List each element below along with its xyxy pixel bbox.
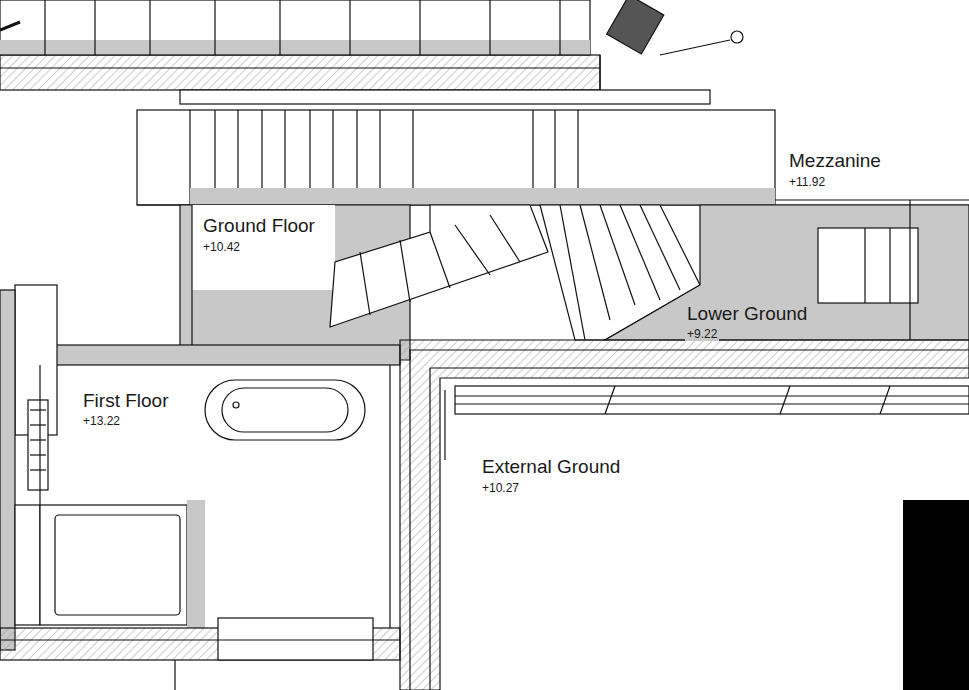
level-elevation: +10.42 [201, 241, 242, 254]
level-elevation: +9.22 [685, 328, 719, 341]
level-elevation: +10.27 [480, 482, 521, 495]
level-name: Mezzanine [787, 151, 883, 172]
level-name: Ground Floor [201, 216, 317, 237]
level-name: External Ground [480, 457, 622, 478]
level-elevation: +11.92 [787, 176, 827, 189]
level-elevation: +13.22 [81, 415, 122, 428]
level-name: First Floor [81, 391, 171, 412]
level-name: Lower Ground [685, 304, 809, 325]
